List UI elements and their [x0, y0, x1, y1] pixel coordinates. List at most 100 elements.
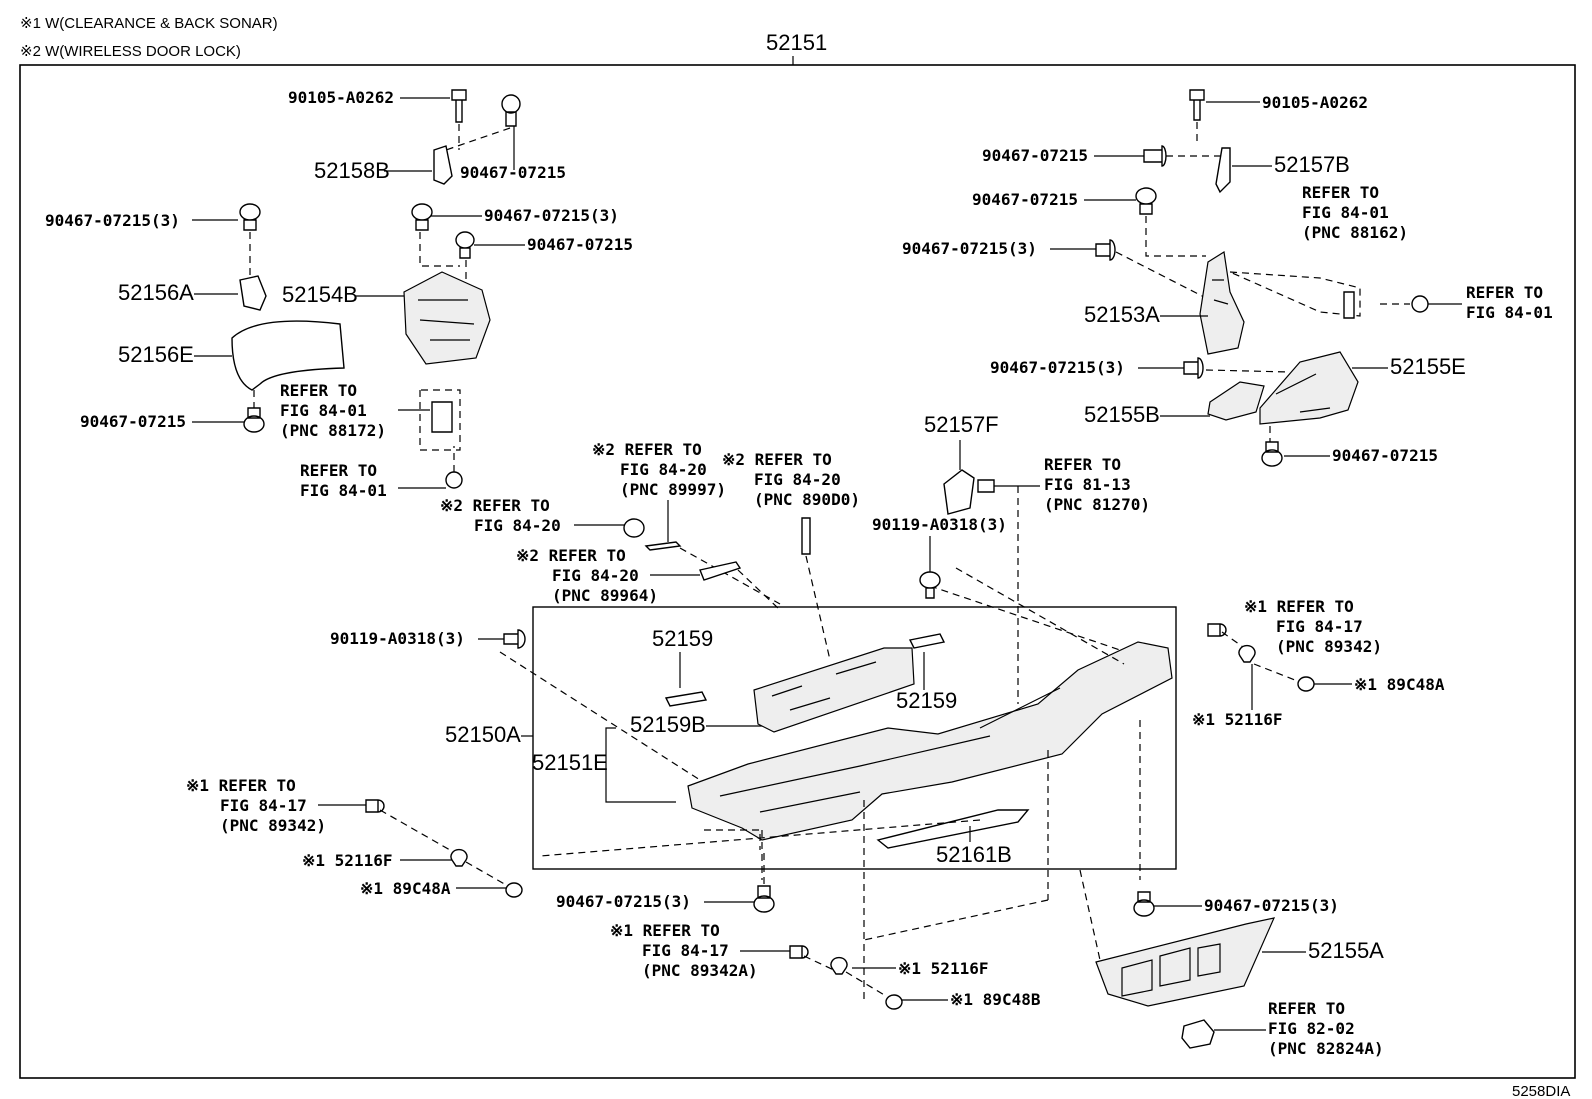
label-refer-89342-right-fig: FIG 84-17: [1276, 617, 1363, 636]
label-90467-07215-3-mid: 90467-07215(3): [484, 206, 619, 225]
label-90119-a0318-right: 90119-A0318(3): [872, 515, 1007, 534]
label-refer-89342-right-pnc: (PNC 89342): [1276, 637, 1382, 656]
cover-52155A: [1095, 917, 1276, 1007]
sensor-icon: [365, 799, 385, 813]
label-refer-88172-pnc: (PNC 88172): [280, 421, 386, 440]
rod-part: [644, 541, 682, 551]
label-90105-a0262-right: 90105-A0262: [1262, 93, 1368, 112]
label-refer-89964: ※2 REFER TO: [516, 546, 626, 565]
label-90467-07215-f: 90467-07215: [1332, 446, 1438, 465]
label-90467-07215-3-right-b: 90467-07215(3): [990, 358, 1125, 377]
label-refer-81270-fig: FIG 81-13: [1044, 475, 1131, 494]
retainer-icon: [450, 848, 468, 867]
brace-52161B: [876, 809, 1030, 849]
sensor-bracket: [431, 401, 453, 433]
label-52156E: 52156E: [118, 342, 194, 367]
label-89C48B: ※1 89C48B: [950, 990, 1041, 1009]
figure-code: 5258DIA: [1512, 1083, 1570, 1099]
label-refer-84-01-right-fig: FIG 84-01: [1466, 303, 1553, 322]
label-refer-84-01-right: REFER TO: [1466, 283, 1543, 302]
label-refer-84-01-left-fig: FIG 84-01: [300, 481, 387, 500]
grommet-icon: [1261, 441, 1283, 467]
label-refer-89342a: ※1 REFER TO: [610, 921, 720, 940]
bushing-icon: [623, 518, 645, 538]
label-refer-81270: REFER TO: [1044, 455, 1121, 474]
lever-part: [699, 561, 742, 581]
bracket-52157B: [1215, 147, 1231, 194]
label-refer-82824a: REFER TO: [1268, 999, 1345, 1018]
nut-icon: [445, 471, 463, 489]
retainer-icon: [1238, 644, 1256, 663]
label-90105-a0262-left: 90105-A0262: [288, 88, 394, 107]
sensor-bracket: [1343, 291, 1355, 319]
bracket-52155B: [1207, 381, 1265, 421]
right-lower-cluster: ※1 REFER TO FIG 84-17 (PNC 89342) ※1 89C…: [1095, 597, 1445, 1058]
label-refer-89342-left-pnc: (PNC 89342): [220, 816, 326, 835]
lower-center-cluster: 90467-07215(3) ※1 REFER TO FIG 84-17 (PN…: [556, 850, 1041, 1010]
label-52155A: 52155A: [1308, 938, 1384, 963]
lower-left-cluster: ※1 REFER TO FIG 84-17 (PNC 89342) ※1 521…: [186, 776, 523, 898]
note-2: ※2 W(WIRELESS DOOR LOCK): [20, 43, 241, 60]
label-refer-88162-fig: FIG 84-01: [1302, 203, 1389, 222]
label-90467-07215-b: 90467-07215: [527, 235, 633, 254]
clip-icon: [1143, 145, 1167, 167]
connector-icon: [1181, 1019, 1215, 1049]
label-90467-07215-d: 90467-07215: [982, 146, 1088, 165]
label-90467-07215-3-bottom: 90467-07215(3): [556, 892, 691, 911]
label-90467-07215-3-right: 90467-07215(3): [902, 239, 1037, 258]
label-refer-81270-pnc: (PNC 81270): [1044, 495, 1150, 514]
label-52116F-left: ※1 52116F: [302, 851, 392, 870]
grommet-icon: [1095, 239, 1116, 261]
label-refer-84-01-left: REFER TO: [300, 461, 377, 480]
label-52159-a: 52159: [652, 626, 713, 651]
label-refer-84-20-fig: FIG 84-20: [474, 516, 561, 535]
label-90119-a0318-left: 90119-A0318(3): [330, 629, 465, 648]
plate-part: [753, 647, 915, 733]
label-52156A: 52156A: [118, 280, 194, 305]
label-refer-88162: REFER TO: [1302, 183, 1379, 202]
label-90467-07215-a: 90467-07215: [460, 163, 566, 182]
bolt-icon: [919, 571, 941, 599]
cross-member: [687, 641, 1173, 841]
label-52150A: 52150A: [445, 722, 521, 747]
label-refer-89342-left: ※1 REFER TO: [186, 776, 296, 795]
sensor-icon: [1207, 623, 1227, 637]
nut-icon: [1411, 295, 1429, 313]
label-52161B: 52161B: [936, 842, 1012, 867]
cover-52155E: [1259, 351, 1359, 425]
retainer-icon: [830, 956, 848, 975]
grommet-icon: [411, 203, 433, 231]
label-90467-07215-e: 90467-07215: [972, 190, 1078, 209]
bolt-icon: [503, 629, 526, 649]
grommet-icon: [239, 203, 261, 231]
label-52158B: 52158B: [314, 158, 390, 183]
label-refer-89964-pnc: (PNC 89964): [552, 586, 658, 605]
bracket-52153A: [1199, 251, 1245, 355]
nut-icon: [505, 882, 523, 898]
label-90467-07215-3-lower-right: 90467-07215(3): [1204, 896, 1339, 915]
bracket-52158B: [433, 145, 453, 185]
clip-icon: [501, 94, 521, 127]
pad-52159-a: [664, 691, 708, 707]
label-refer-88172-fig: FIG 84-01: [280, 401, 367, 420]
label-refer-890d0: ※2 REFER TO: [722, 450, 832, 469]
label-52155E: 52155E: [1390, 354, 1466, 379]
label-52159B: 52159B: [630, 712, 706, 737]
label-refer-89997-fig: FIG 84-20: [620, 460, 707, 479]
cover-52156E: [231, 320, 345, 391]
label-refer-890d0-fig: FIG 84-20: [754, 470, 841, 489]
right-upper-cluster: 90105-A0262 90467-07215 52157B REFER TO …: [902, 89, 1553, 467]
label-refer-82824a-fig: FIG 82-02: [1268, 1019, 1355, 1038]
label-refer-89342a-fig: FIG 84-17: [642, 941, 729, 960]
outer-frame: [19, 64, 1576, 1079]
bracket-52157F: [943, 469, 975, 515]
grommet-icon: [1133, 891, 1155, 917]
note-1: ※1 W(CLEARANCE & BACK SONAR): [20, 15, 278, 32]
label-refer-89342-right: ※1 REFER TO: [1244, 597, 1354, 616]
label-52116F-bottom: ※1 52116F: [898, 959, 988, 978]
label-refer-89964-fig: FIG 84-20: [552, 566, 639, 585]
middle-cluster: ※2 REFER TO FIG 84-20 (PNC 89997) ※2 REF…: [440, 440, 860, 661]
label-refer-89997: ※2 REFER TO: [592, 440, 702, 459]
pin-part: [801, 517, 811, 555]
connector-icon: [977, 479, 995, 493]
